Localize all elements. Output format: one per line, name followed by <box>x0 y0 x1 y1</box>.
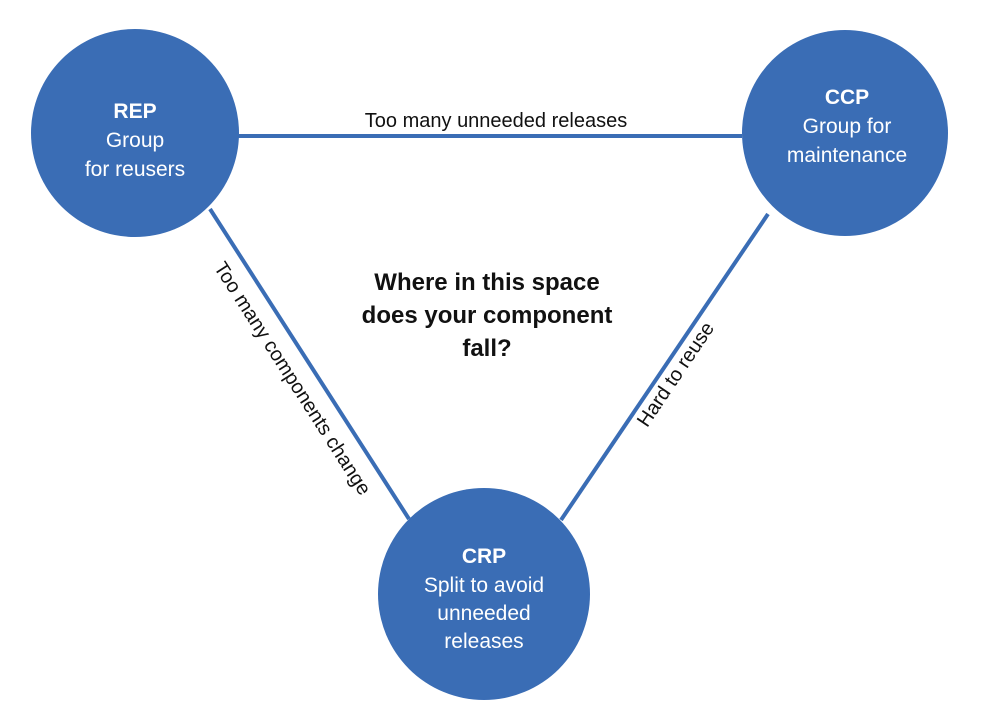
edge-ccp-crp <box>559 212 770 522</box>
node-crp-line-2: unneeded <box>437 602 530 625</box>
node-rep-line-1: Group <box>106 129 164 152</box>
center-question: Where in this space does your component … <box>362 269 613 362</box>
node-crp-title: CRP <box>462 545 506 568</box>
edge-label-rep-ccp: Too many unneeded releases <box>365 110 627 132</box>
node-rep-line-2: for reusers <box>85 158 185 181</box>
node-ccp-line-1: Group for <box>803 115 892 138</box>
edge-rep-crp <box>208 207 411 521</box>
node-ccp-line-2: maintenance <box>787 144 907 167</box>
node-ccp-circle <box>742 30 948 236</box>
center-question-line-2: does your component <box>362 302 613 329</box>
node-ccp-title: CCP <box>825 86 869 109</box>
node-crp-circle <box>378 488 590 700</box>
edge-label-ccp-crp: Hard to reuse <box>633 318 719 431</box>
center-question-line-3: fall? <box>462 335 511 362</box>
node-crp-line-3: releases <box>444 630 523 653</box>
edge-label-rep-crp: Too many components change <box>209 258 375 499</box>
node-ccp: CCP Group for maintenance <box>742 30 948 236</box>
center-question-line-1: Where in this space <box>374 269 599 296</box>
node-crp-line-1: Split to avoid <box>424 574 544 597</box>
node-rep: REP Group for reusers <box>31 29 239 237</box>
node-rep-title: REP <box>113 100 156 123</box>
node-rep-circle <box>31 29 239 237</box>
node-crp: CRP Split to avoid unneeded releases <box>378 488 590 700</box>
